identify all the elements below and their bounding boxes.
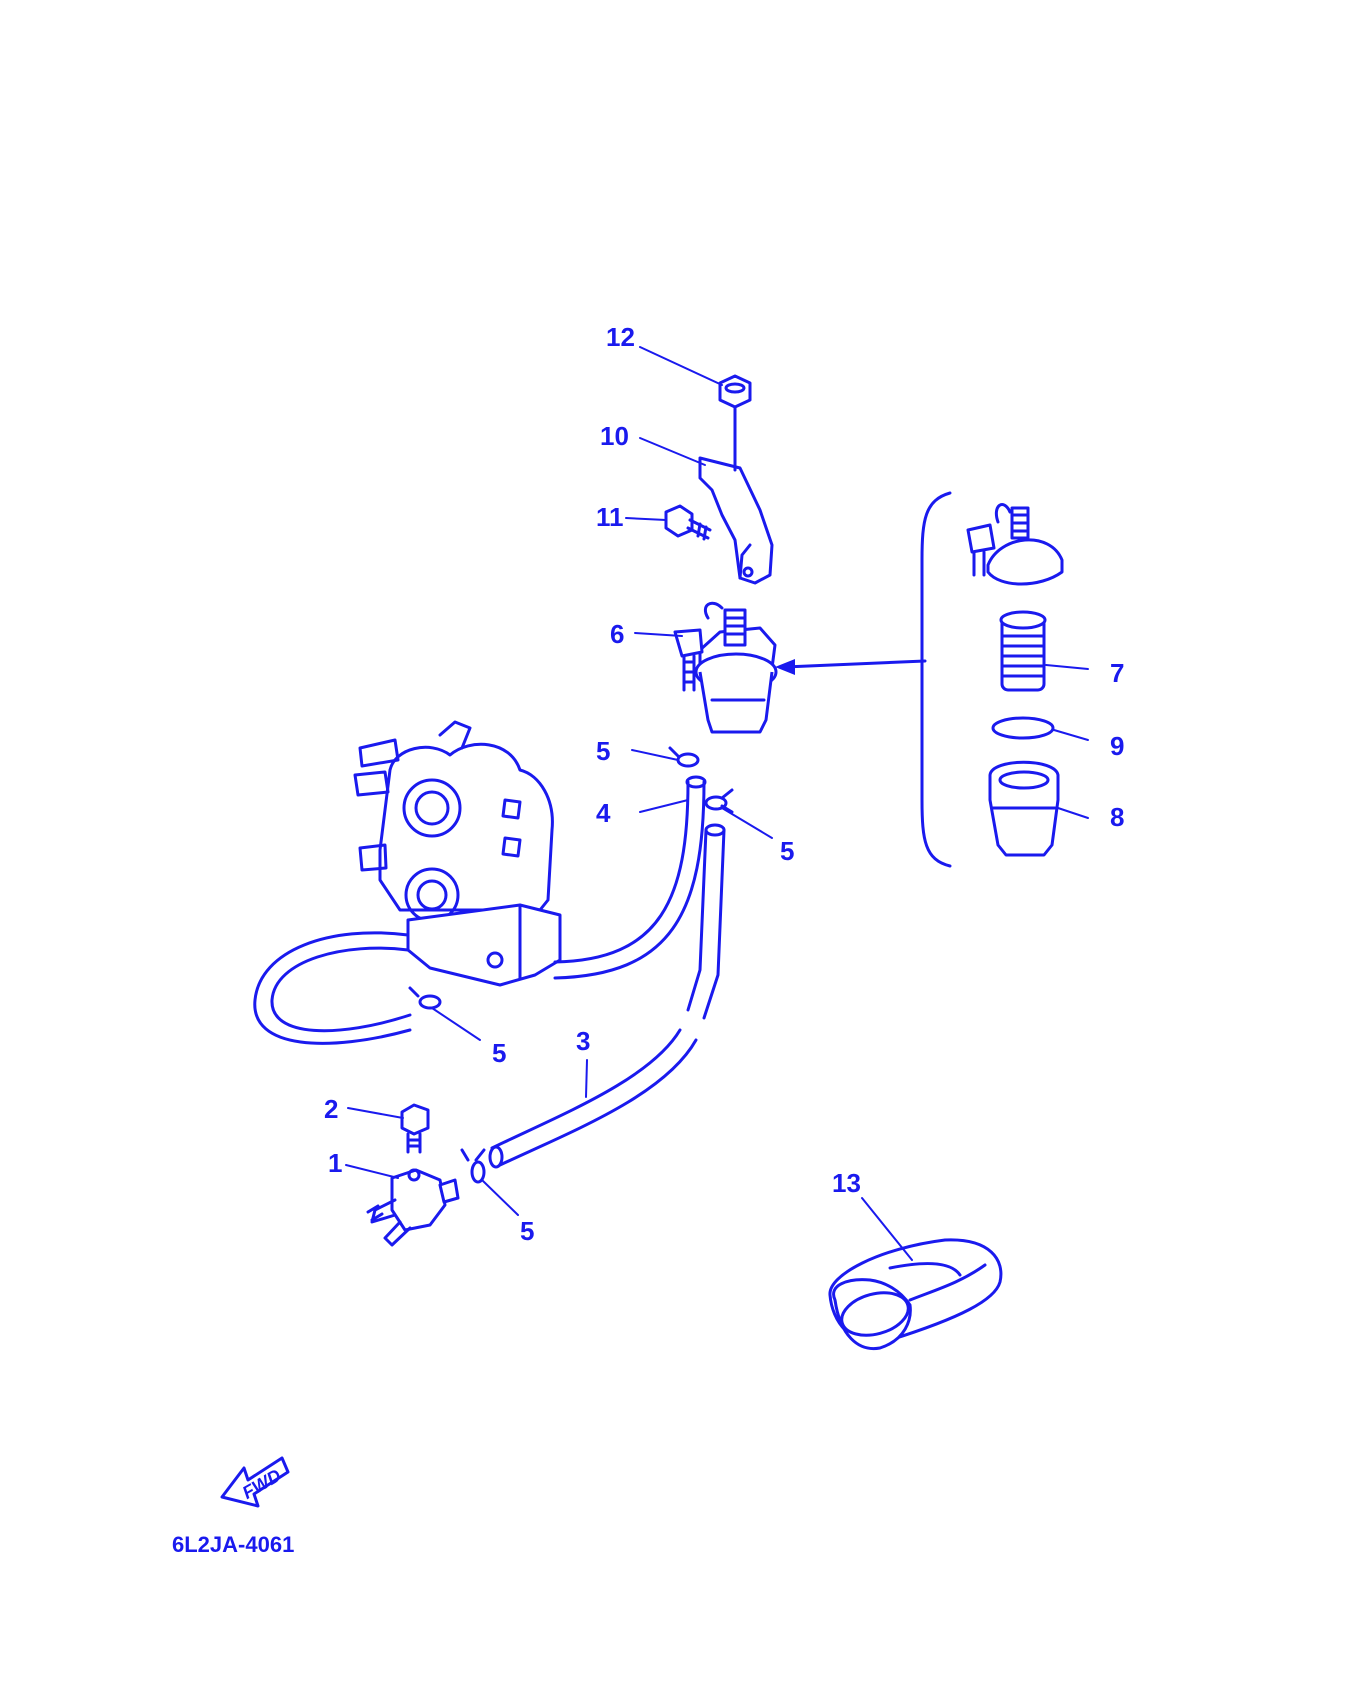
callout-13: 13 xyxy=(832,1168,861,1198)
fwd-arrow-icon: FWD xyxy=(220,1456,290,1508)
hose-loop-b xyxy=(270,946,412,1033)
leader-7 xyxy=(1045,664,1089,670)
callout-5b: 5 xyxy=(780,836,794,866)
leader-4 xyxy=(639,799,689,813)
hose-loop-a xyxy=(253,931,412,1045)
hose-3-lower-b xyxy=(498,1038,698,1167)
leader-5a xyxy=(631,749,679,761)
leader-10 xyxy=(639,437,706,466)
callout-7: 7 xyxy=(1110,658,1124,688)
subassembly-bracket xyxy=(920,491,952,868)
part-7-filter-element xyxy=(999,610,1047,692)
leader-5d xyxy=(481,1179,519,1216)
callout-8: 8 xyxy=(1110,802,1124,832)
hose-3-lower-a xyxy=(490,1028,682,1150)
hose-3-upper-end xyxy=(704,823,726,837)
hose-3-lower-end xyxy=(488,1145,504,1169)
exploded-view-arrow xyxy=(775,659,927,675)
hose-4-outer-b xyxy=(553,780,706,980)
carburetor-assembly xyxy=(353,720,562,987)
callout-5c: 5 xyxy=(492,1038,506,1068)
part-5-clip-b xyxy=(704,788,734,814)
hose-4-outer-a xyxy=(553,780,690,964)
leader-13 xyxy=(861,1197,913,1261)
leader-11 xyxy=(625,517,667,521)
callout-10: 10 xyxy=(600,421,629,451)
part-5-clip-c xyxy=(408,986,442,1010)
leader-9 xyxy=(1053,729,1089,741)
subassembly-filter-head xyxy=(966,503,1064,586)
part-11-bolt xyxy=(664,504,712,541)
part-10-bracket xyxy=(698,406,774,585)
leader-5b xyxy=(721,807,773,839)
part-12-nut xyxy=(718,374,752,409)
leader-3 xyxy=(585,1059,588,1098)
hose-3-upper-a xyxy=(686,828,708,1012)
leader-5c xyxy=(431,1007,481,1041)
leader-1 xyxy=(345,1164,399,1179)
part-8-filter-cup xyxy=(988,760,1060,857)
part-5-clip-a xyxy=(668,746,700,768)
callout-4: 4 xyxy=(596,798,611,828)
part-6-fuel-filter xyxy=(673,601,778,734)
leader-6 xyxy=(634,632,683,637)
callout-3: 3 xyxy=(576,1026,590,1056)
callout-9: 9 xyxy=(1110,731,1124,761)
diagram-code: 6L2JA-4061 xyxy=(172,1532,294,1557)
callout-6: 6 xyxy=(610,619,624,649)
callout-12: 12 xyxy=(606,322,635,352)
callout-5a: 5 xyxy=(596,736,610,766)
leader-2 xyxy=(347,1107,404,1119)
part-2-bolt xyxy=(400,1103,430,1154)
callout-5d: 5 xyxy=(520,1216,534,1246)
callout-11: 11 xyxy=(596,502,624,532)
callout-1: 1 xyxy=(328,1148,342,1178)
hose-4-end xyxy=(685,775,707,789)
part-13-cover xyxy=(828,1238,1003,1351)
part-5-clip-d xyxy=(460,1148,486,1184)
hose-3-upper-b xyxy=(702,828,726,1020)
part-9-o-ring xyxy=(991,716,1055,740)
leader-8 xyxy=(1057,807,1089,819)
leader-12 xyxy=(639,346,723,386)
callout-2: 2 xyxy=(324,1094,338,1124)
part-1-fuel-joint xyxy=(366,1168,460,1247)
